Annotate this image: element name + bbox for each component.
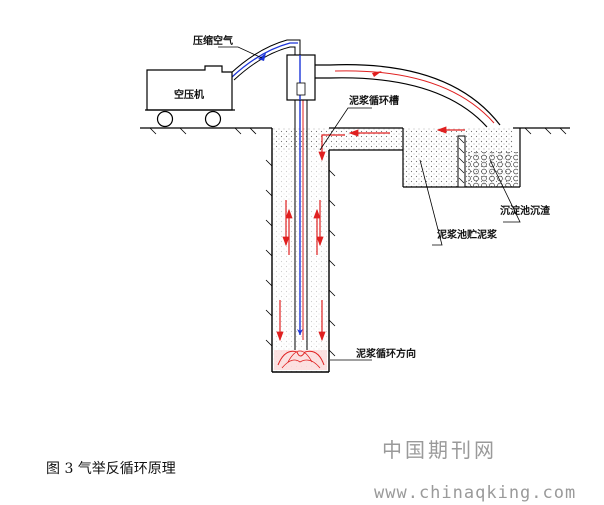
label-mud-channel: 泥浆循环槽 (349, 94, 399, 107)
leader-lines (218, 46, 521, 361)
label-mud-pit: 泥浆池贮泥浆 (437, 228, 498, 241)
discharge-pipe (315, 64, 501, 128)
air-compressor (145, 65, 235, 128)
mud-pit (402, 128, 521, 188)
figure-caption: 图 3 气举反循环原理 (46, 461, 176, 477)
flow-arrows (276, 126, 465, 342)
watermark-site-name: 中国期刊网 (382, 438, 497, 462)
air-hose (229, 39, 301, 81)
label-compressed-air: 压缩空气 (193, 34, 233, 47)
pipe-joint (296, 82, 306, 96)
label-settling-pit: 沉淀池沉渣 (500, 204, 551, 217)
watermark-url: www.chinaqking.com (374, 483, 577, 503)
bottom-circulation (274, 350, 327, 370)
label-circulation-direction: 泥浆循环方向 (356, 347, 416, 360)
label-air-compressor: 空压机 (174, 88, 204, 101)
drill-pipe (294, 100, 308, 350)
